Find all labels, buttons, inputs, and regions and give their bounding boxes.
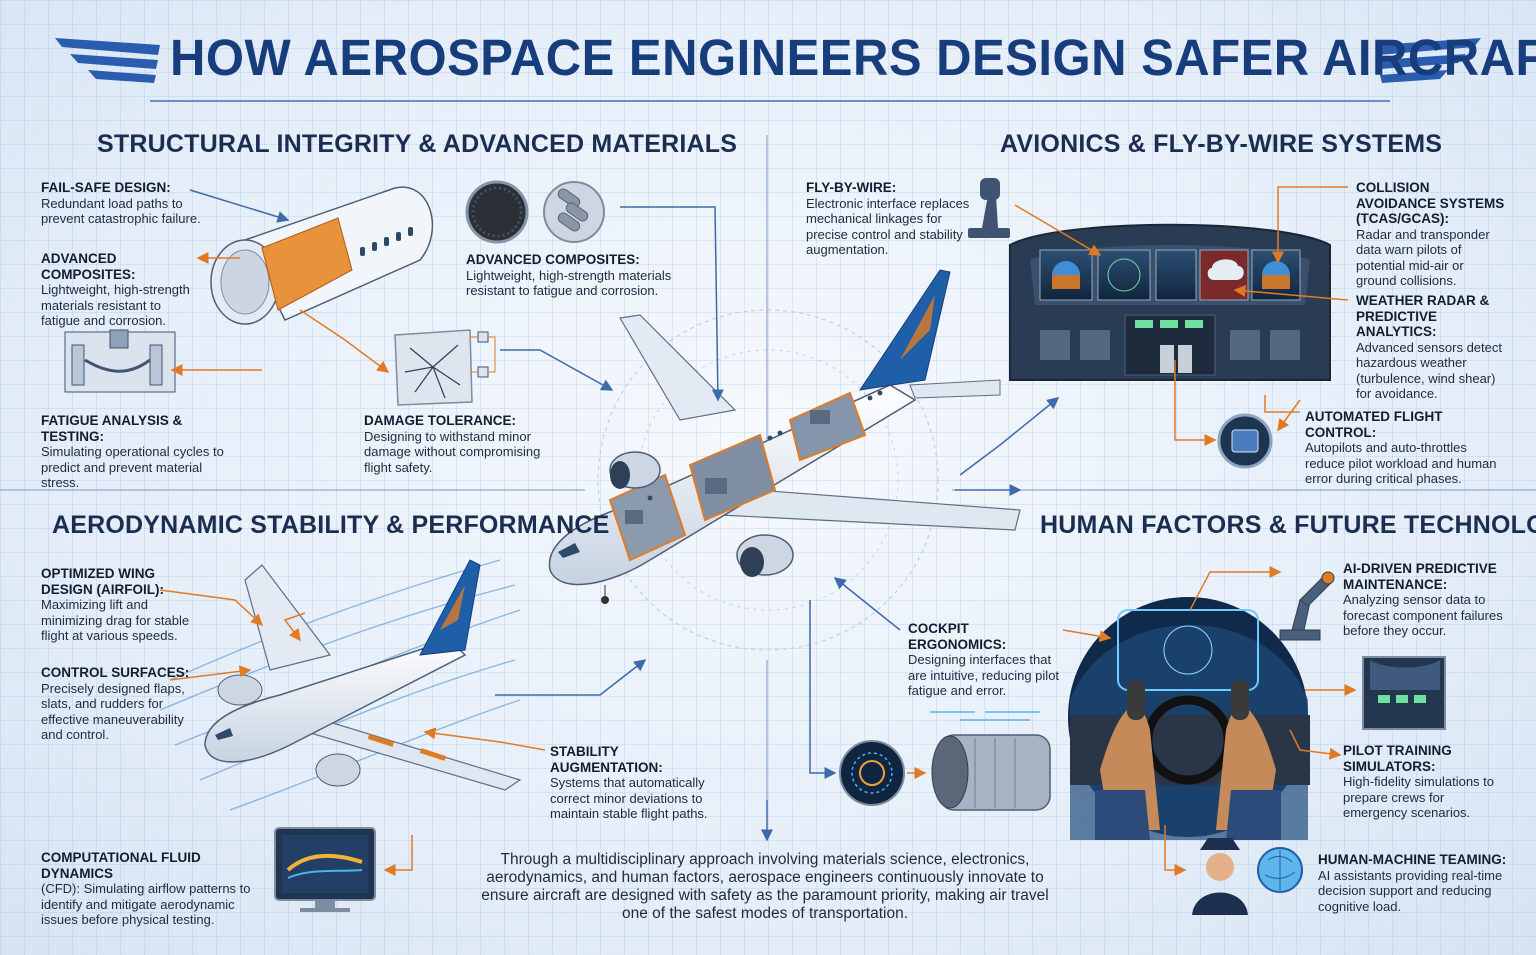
label-body: Electronic interface replaces mechanical… bbox=[806, 195, 970, 258]
section-heading-human: HUMAN FACTORS & FUTURE TECHNOLOGIES bbox=[1040, 511, 1536, 539]
label-ai-predictive-maintenance: AI-DRIVEN PREDICTIVE MAINTENANCE: Analyz… bbox=[1343, 561, 1523, 639]
label-body: Precisely designed flaps, slats, and rud… bbox=[41, 680, 185, 743]
left-wing-emblem-icon bbox=[55, 38, 160, 83]
label-body: Lightweight, high-strength materials res… bbox=[466, 267, 672, 299]
label-composites-left: ADVANCED COMPOSITES: Lightweight, high-s… bbox=[41, 251, 196, 329]
label-composites-mid: ADVANCED COMPOSITES: Lightweight, high-s… bbox=[466, 252, 701, 299]
section-heading-aerodynamic: AERODYNAMIC STABILITY & PERFORMANCE bbox=[52, 511, 610, 539]
joystick-icon bbox=[968, 178, 1010, 238]
label-body: Radar and transponder data warn pilots o… bbox=[1356, 226, 1490, 289]
label-body: (CFD): Simulating airflow patterns to id… bbox=[41, 881, 251, 927]
label-fly-by-wire: FLY-BY-WIRE: Electronic interface replac… bbox=[806, 180, 981, 258]
fatigue-test-rig-icon bbox=[64, 329, 176, 393]
label-collision-avoidance: COLLISION AVOIDANCE SYSTEMS (TCAS/GCAS):… bbox=[1356, 180, 1506, 289]
label-body: Analyzing sensor data to forecast compon… bbox=[1343, 592, 1503, 638]
label-heading: FAIL-SAFE DESIGN: bbox=[41, 180, 171, 195]
label-fatigue: FATIGUE ANALYSIS & TESTING: Simulating o… bbox=[41, 413, 231, 491]
carbon-fiber-sample-icon bbox=[465, 180, 529, 244]
cfd-monitor-icon bbox=[274, 827, 376, 912]
label-heading: WEATHER RADAR & PREDICTIVE ANALYTICS: bbox=[1356, 293, 1490, 339]
pilot-avatar-icon bbox=[1192, 838, 1248, 915]
label-heading: ADVANCED COMPOSITES: bbox=[466, 252, 640, 267]
label-body: Maximizing lift and minimizing drag for … bbox=[41, 597, 190, 643]
label-heading: FATIGUE ANALYSIS & TESTING: bbox=[41, 413, 183, 444]
section-heading-structural: STRUCTURAL INTEGRITY & ADVANCED MATERIAL… bbox=[97, 130, 738, 158]
section-heading-avionics: AVIONICS & FLY-BY-WIRE SYSTEMS bbox=[1000, 130, 1443, 158]
label-heading: STABILITY AUGMENTATION: bbox=[550, 744, 663, 775]
label-damage-tolerance: DAMAGE TOLERANCE: Designing to withstand… bbox=[364, 413, 554, 475]
label-heading: HUMAN-MACHINE TEAMING: bbox=[1318, 852, 1507, 867]
training-simulator-icon bbox=[1362, 656, 1446, 730]
label-heading: COLLISION AVOIDANCE SYSTEMS (TCAS/GCAS): bbox=[1356, 180, 1505, 226]
metal-rods-sample-icon bbox=[543, 181, 605, 243]
label-body: High-fidelity simulations to prepare cre… bbox=[1343, 774, 1495, 820]
connector-arrows bbox=[159, 186, 1357, 876]
label-heading: CONTROL SURFACES: bbox=[41, 665, 190, 680]
label-human-machine-teaming: HUMAN-MACHINE TEAMING: AI assistants pro… bbox=[1318, 852, 1518, 914]
label-body: Systems that automatically correct minor… bbox=[550, 775, 708, 821]
label-body: Lightweight, high-strength materials res… bbox=[41, 282, 190, 328]
label-automated-flight-control: AUTOMATED FLIGHT CONTROL: Autopilots and… bbox=[1305, 409, 1510, 487]
label-heading: AI-DRIVEN PREDICTIVE MAINTENANCE: bbox=[1343, 561, 1497, 592]
label-heading: COMPUTATIONAL FLUID DYNAMICS bbox=[41, 850, 201, 881]
engine-sensor-icon bbox=[839, 740, 905, 806]
label-body: Designing to withstand minor damage with… bbox=[364, 428, 541, 475]
robot-arm-icon bbox=[1279, 571, 1335, 641]
label-control-surfaces: CONTROL SURFACES: Precisely designed fla… bbox=[41, 665, 201, 743]
label-body: Simulating operational cycles to predict… bbox=[41, 444, 224, 490]
label-body: Redundant load paths to prevent catastro… bbox=[41, 195, 201, 227]
page-title: HOW AEROSPACE ENGINEERS DESIGN SAFER AIR… bbox=[170, 29, 1536, 87]
autopilot-button-icon bbox=[1217, 413, 1273, 469]
label-stability-augmentation: STABILITY AUGMENTATION: Systems that aut… bbox=[550, 744, 725, 822]
label-body: Advanced sensors detect hazardous weathe… bbox=[1356, 339, 1502, 402]
jet-engine-icon bbox=[930, 711, 1051, 811]
label-fail-safe: FAIL-SAFE DESIGN: Redundant load paths t… bbox=[41, 180, 216, 227]
central-aircraft-illustration bbox=[548, 269, 1021, 604]
title-underline bbox=[150, 100, 1390, 102]
label-heading: COCKPIT ERGONOMICS: bbox=[908, 621, 1007, 652]
label-body: AI assistants providing real-time decisi… bbox=[1318, 867, 1503, 914]
summary-paragraph: Through a multidisciplinary approach inv… bbox=[481, 851, 1049, 922]
hud-cockpit-illustration bbox=[1068, 597, 1310, 840]
label-cockpit-ergonomics: COCKPIT ERGONOMICS: Designing interfaces… bbox=[908, 621, 1068, 699]
damage-panel-icon bbox=[394, 329, 496, 406]
label-body: Autopilots and auto-throttles reduce pil… bbox=[1305, 440, 1497, 486]
label-body: Designing interfaces that are intuitive,… bbox=[908, 652, 1060, 698]
label-heading: DAMAGE TOLERANCE: bbox=[364, 413, 517, 428]
brain-ai-icon bbox=[1257, 847, 1303, 893]
label-heading: ADVANCED COMPOSITES: bbox=[41, 251, 136, 282]
right-wing-emblem-icon bbox=[1376, 38, 1481, 83]
label-pilot-training: PILOT TRAINING SIMULATORS: High-fidelity… bbox=[1343, 743, 1503, 821]
label-heading: AUTOMATED FLIGHT CONTROL: bbox=[1305, 409, 1443, 440]
cockpit-panel-illustration bbox=[1009, 223, 1331, 381]
label-heading: OPTIMIZED WING DESIGN (AIRFOIL): bbox=[41, 566, 164, 597]
label-heading: FLY-BY-WIRE: bbox=[806, 180, 897, 195]
label-weather-radar: WEATHER RADAR & PREDICTIVE ANALYTICS: Ad… bbox=[1356, 293, 1506, 402]
label-wing-design: OPTIMIZED WING DESIGN (AIRFOIL): Maximiz… bbox=[41, 566, 201, 644]
label-heading: PILOT TRAINING SIMULATORS: bbox=[1343, 743, 1452, 774]
aerodynamic-aircraft-illustration bbox=[204, 559, 522, 791]
label-cfd: COMPUTATIONAL FLUID DYNAMICS (CFD): Simu… bbox=[41, 850, 266, 928]
quadrant-dividers bbox=[0, 135, 1536, 835]
fuselage-section-illustration bbox=[210, 186, 434, 325]
